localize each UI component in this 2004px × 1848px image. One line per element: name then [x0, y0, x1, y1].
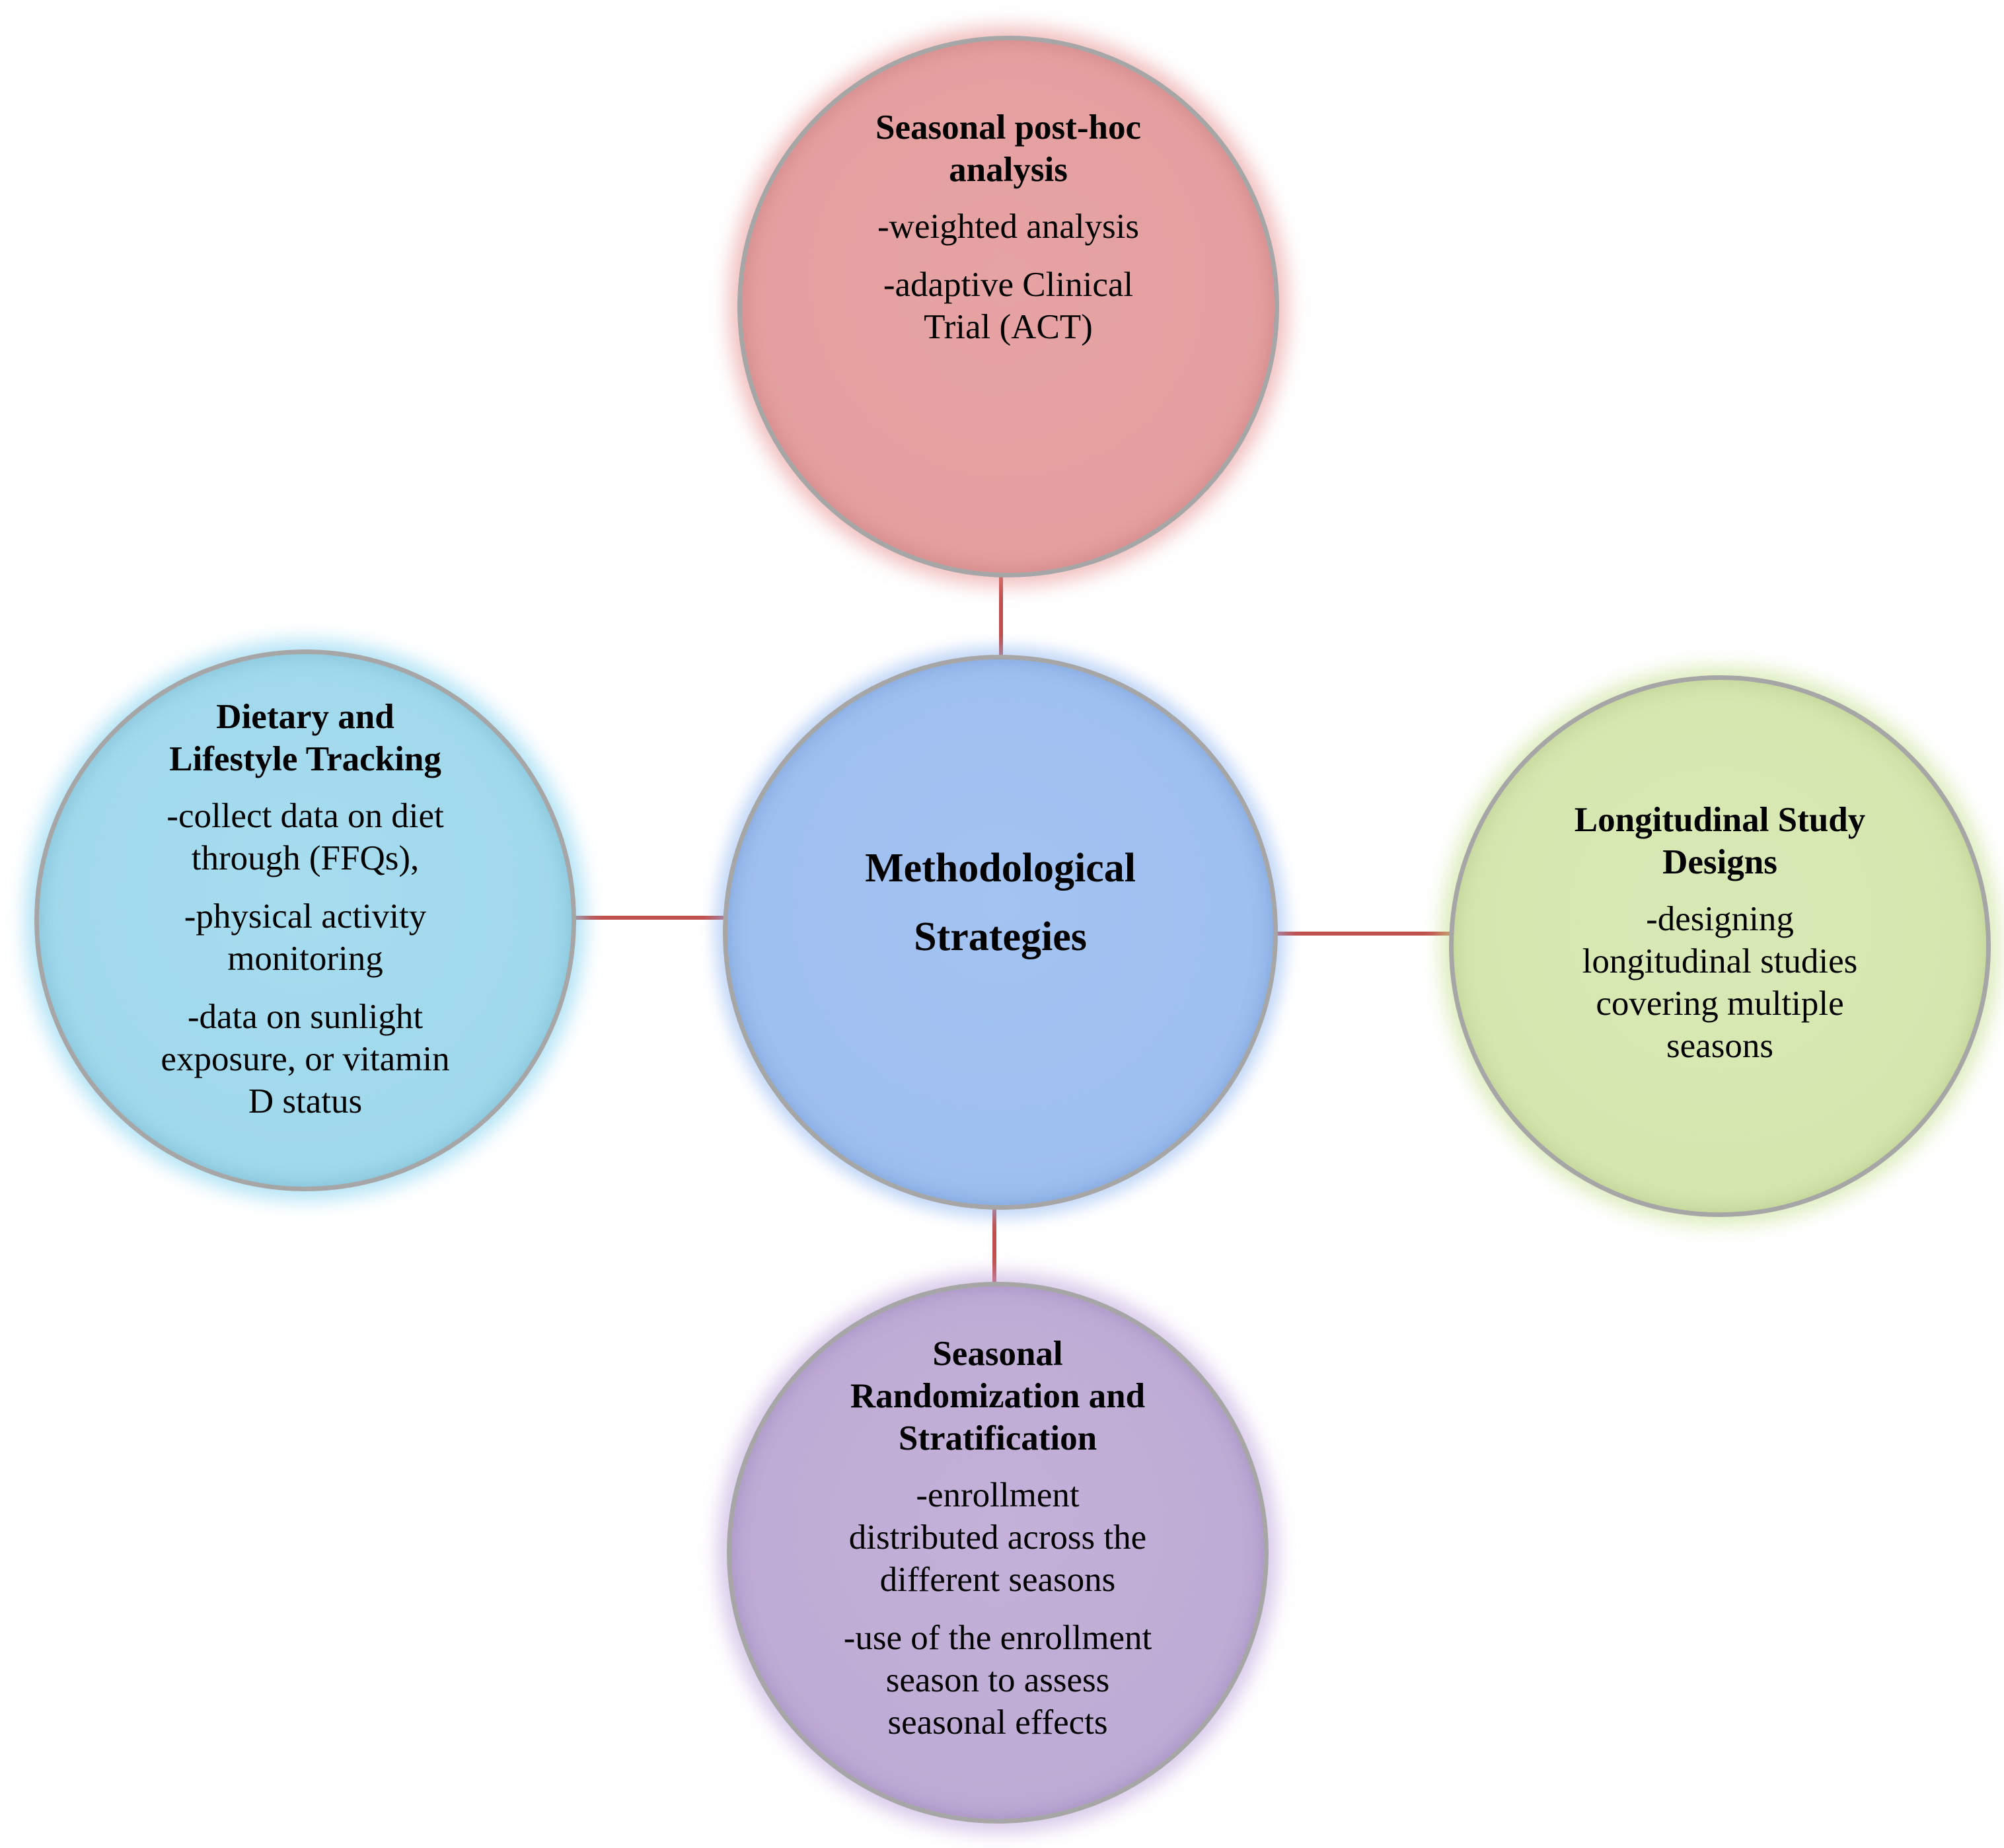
- node-item: -use of the enrollment season to assess …: [843, 1619, 1152, 1742]
- node-dietary-lifestyle-tracking: Dietary and Lifestyle Tracking -collect …: [34, 649, 576, 1191]
- center-title: Methodological Strategies: [865, 846, 1136, 959]
- node-seasonal-randomization-stratification: Seasonal Randomization and Stratificatio…: [727, 1282, 1269, 1824]
- node-title: Seasonal Randomization and Stratificatio…: [850, 1335, 1146, 1458]
- node-title: Longitudinal Study Designs: [1574, 801, 1866, 881]
- connector-top: [999, 576, 1003, 658]
- node-item: -collect data on diet through (FFQs),: [167, 797, 444, 877]
- node-title: Dietary and Lifestyle Tracking: [169, 698, 441, 778]
- node-item: -data on sunlight exposure, or vitamin D…: [161, 998, 450, 1121]
- node-item: -adaptive Clinical Trial (ACT): [883, 266, 1134, 346]
- node-methodological-strategies: Methodological Strategies: [723, 655, 1278, 1210]
- node-item: -designing longitudinal studies covering…: [1582, 900, 1858, 1065]
- connector-right: [1275, 932, 1451, 936]
- node-seasonal-post-hoc-analysis: Seasonal post-hoc analysis -weighted ana…: [737, 36, 1279, 577]
- connector-bottom: [992, 1206, 996, 1284]
- node-item: -weighted analysis: [877, 207, 1139, 246]
- node-item: -physical activity monitoring: [184, 897, 427, 978]
- connector-left: [575, 916, 725, 920]
- node-title: Seasonal post-hoc analysis: [875, 108, 1141, 189]
- node-longitudinal-study-designs: Longitudinal Study Designs -designing lo…: [1449, 675, 1991, 1217]
- node-item: -enrollment distributed across the diffe…: [848, 1476, 1147, 1599]
